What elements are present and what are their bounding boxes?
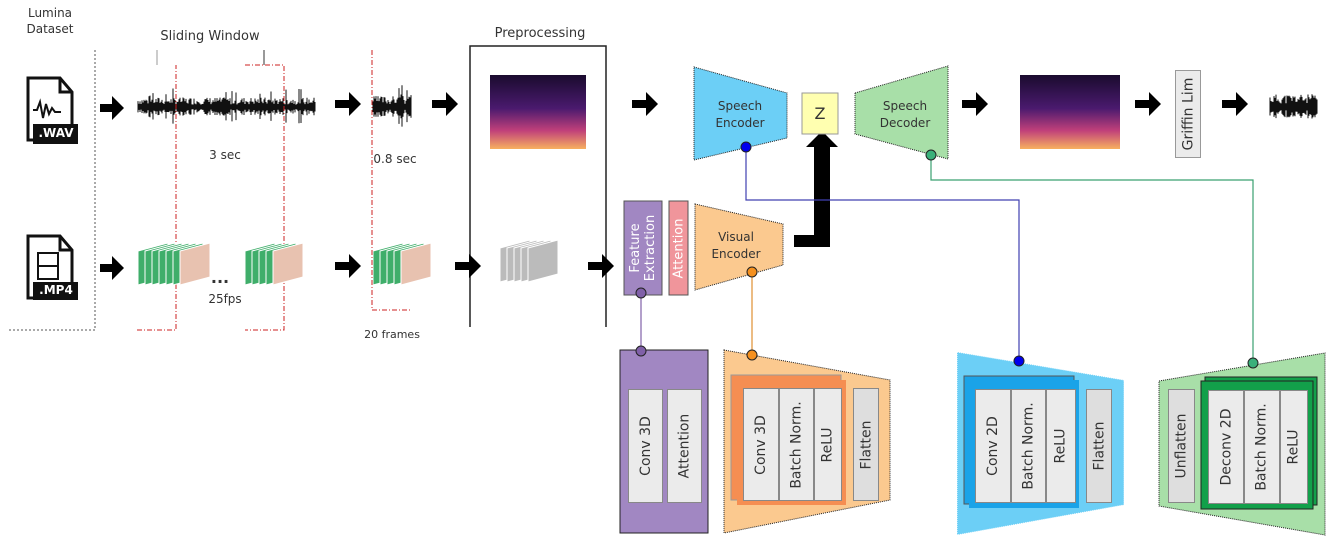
mp4-file-icon bbox=[26, 234, 78, 300]
segment-video-frames: 20 frames bbox=[364, 328, 420, 341]
speech-decoder-label-1: Speech bbox=[882, 99, 928, 113]
video-frame bbox=[400, 242, 432, 286]
speech-decoder-dot bbox=[925, 149, 937, 161]
feature-extraction-shape bbox=[623, 200, 663, 296]
griffin-lim-block: Griffin Lim bbox=[1175, 70, 1201, 158]
speech-encoder-shape bbox=[693, 66, 788, 161]
latent-z-label: Z bbox=[814, 104, 826, 123]
attention-label: Attention bbox=[671, 218, 686, 278]
ve-layer-batchnorm-label: Batch Norm. bbox=[788, 400, 805, 489]
fe-layer-attention-label: Attention bbox=[676, 413, 693, 479]
speech-decoder-shape bbox=[854, 65, 949, 160]
sd-layer-unflatten-label: Unflatten bbox=[1173, 413, 1190, 479]
video-frame bbox=[272, 242, 304, 286]
sd-layer-relu-label: ReLU bbox=[1286, 429, 1302, 465]
ve-layer-batchnorm: Batch Norm. bbox=[779, 388, 814, 501]
griffin-lim-label: Griffin Lim bbox=[1180, 77, 1196, 151]
audio-waveform bbox=[137, 88, 316, 124]
sliding-window-title: Sliding Window bbox=[160, 29, 260, 44]
output-spectrogram bbox=[1020, 75, 1120, 149]
sd-layer-batchnorm: Batch Norm. bbox=[1244, 390, 1280, 504]
audio-segment-waveform bbox=[372, 85, 412, 127]
sliding-window-2 bbox=[245, 64, 285, 331]
se-layer-flatten-label: Flatten bbox=[1091, 421, 1107, 471]
segment-window bbox=[371, 50, 410, 311]
ve-layer-flatten-label: Flatten bbox=[858, 420, 874, 469]
speech-decoder-label-2: Decoder bbox=[879, 116, 931, 130]
speech-encoder-label-2: Encoder bbox=[715, 116, 765, 130]
se-layer-flatten: Flatten bbox=[1086, 389, 1112, 503]
feature-extraction-dot bbox=[635, 287, 647, 299]
sd-layer-unflatten: Unflatten bbox=[1168, 389, 1195, 503]
ve-layer-relu-label: ReLU bbox=[820, 426, 836, 463]
segment-audio-length: 0.8 sec bbox=[373, 152, 417, 166]
sd-layer-deconv2d-label: Deconv 2D bbox=[1218, 408, 1235, 486]
se-layer-batchnorm: Batch Norm. bbox=[1011, 389, 1046, 503]
speech-encoder-connector bbox=[745, 147, 1020, 360]
visual-encoder-label-2: Encoder bbox=[711, 247, 761, 261]
ve-layer-conv3d: Conv 3D bbox=[743, 388, 779, 501]
mp4-label: .MP4 bbox=[39, 283, 73, 297]
dataset-title: Lumina Dataset bbox=[20, 5, 80, 37]
se-layer-batchnorm-label: Batch Norm. bbox=[1020, 402, 1037, 490]
ve-layer-relu: ReLU bbox=[814, 388, 842, 501]
feature-extraction-label-2: Extraction bbox=[643, 214, 658, 282]
se-layer-conv2d-label: Conv 2D bbox=[985, 416, 1002, 476]
se-layer-relu: ReLU bbox=[1046, 389, 1076, 503]
flow-arrows bbox=[100, 92, 1248, 280]
fe-layer-conv3d-label: Conv 3D bbox=[637, 416, 654, 476]
attention-block: Attention bbox=[669, 201, 688, 295]
speech-encoder: Speech Encoder bbox=[700, 98, 780, 132]
speech-decoder-connector bbox=[930, 155, 1254, 363]
visual-encoder: Visual Encoder bbox=[700, 229, 772, 263]
visual-encoder-label-1: Visual bbox=[718, 230, 754, 244]
se-layer-relu-label: ReLU bbox=[1053, 428, 1069, 464]
dataset-title-line1: Lumina bbox=[27, 6, 73, 20]
feature-extraction-label-1: Feature bbox=[628, 223, 643, 273]
wav-file-icon bbox=[26, 76, 78, 144]
latent-z-box bbox=[801, 92, 839, 135]
dataset-divider bbox=[8, 50, 96, 331]
video-frame-rate: 25fps bbox=[208, 292, 242, 306]
visual-encoder-shape bbox=[694, 203, 784, 291]
se-layer-conv2d: Conv 2D bbox=[975, 389, 1011, 503]
audio-window-duration: 3 sec bbox=[209, 148, 241, 162]
visual-encoder-dot bbox=[746, 266, 758, 278]
video-frame bbox=[527, 239, 559, 283]
dataset-title-line2: Dataset bbox=[26, 22, 74, 36]
ve-layer-conv3d-label: Conv 3D bbox=[753, 414, 770, 475]
ve-layer-flatten: Flatten bbox=[853, 388, 879, 501]
speech-encoder-label-1: Speech bbox=[717, 99, 763, 113]
sd-layer-deconv2d: Deconv 2D bbox=[1208, 390, 1244, 504]
output-waveform bbox=[1269, 94, 1318, 119]
frames-ellipsis: ... bbox=[210, 268, 230, 287]
sd-layer-batchnorm-label: Batch Norm. bbox=[1254, 403, 1270, 491]
speech-encoder-dot bbox=[740, 141, 752, 153]
preprocessing-box bbox=[469, 45, 607, 327]
input-spectrogram bbox=[490, 75, 586, 149]
fe-layer-conv3d: Conv 3D bbox=[628, 389, 663, 503]
fe-layer-attention: Attention bbox=[667, 389, 702, 503]
sliding-window-1 bbox=[137, 65, 177, 331]
preprocessing-title: Preprocessing bbox=[494, 26, 586, 41]
attention-shape bbox=[668, 200, 689, 296]
sd-layer-relu: ReLU bbox=[1280, 390, 1308, 504]
speech-decoder: Speech Decoder bbox=[865, 98, 945, 132]
video-frame bbox=[179, 242, 211, 286]
wav-label: .WAV bbox=[38, 126, 74, 140]
